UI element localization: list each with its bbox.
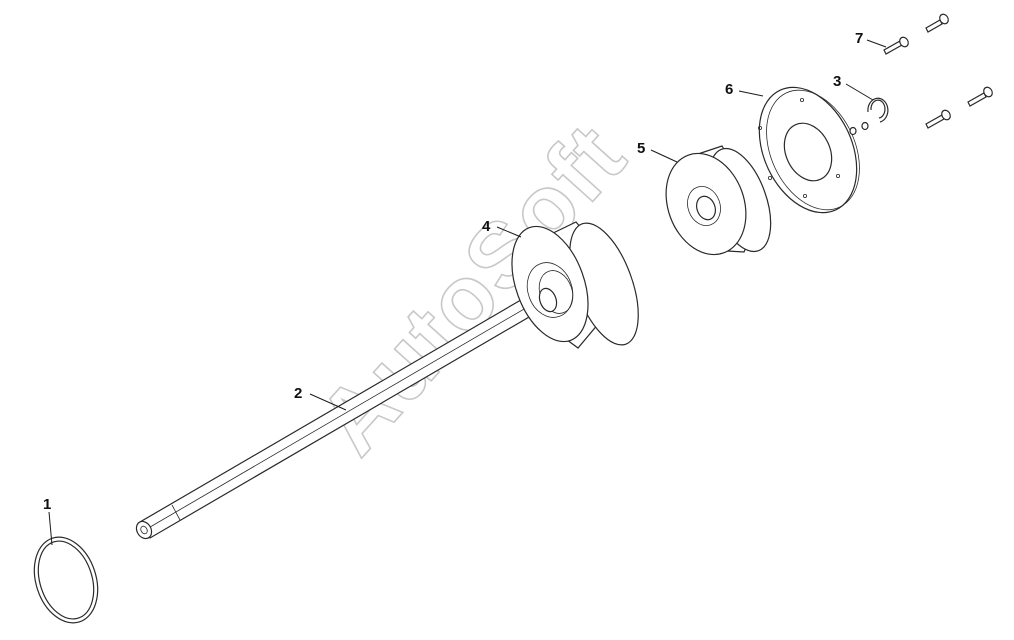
shaft-part-2 <box>135 289 549 540</box>
callout-part-2: 2 <box>294 385 302 402</box>
o-ring-part-1 <box>33 536 99 624</box>
bolt-icon <box>925 13 949 33</box>
bearing-part-5 <box>665 145 772 256</box>
bolts-part-7 <box>883 13 993 129</box>
bolt-icon <box>883 36 909 55</box>
bolt-icon <box>925 109 951 129</box>
retaining-clip-part-3 <box>849 97 889 136</box>
callout-part-5: 5 <box>637 140 645 157</box>
callout-part-3: 3 <box>833 73 841 90</box>
drum-part-4 <box>511 221 639 349</box>
callout-part-7: 7 <box>855 30 863 47</box>
callout-part-6: 6 <box>725 81 733 98</box>
callout-part-4: 4 <box>482 218 491 235</box>
bolt-icon <box>967 86 993 107</box>
leader-lines <box>48 39 887 546</box>
callout-part-1: 1 <box>43 496 51 513</box>
cover-plate-part-6 <box>758 86 860 214</box>
